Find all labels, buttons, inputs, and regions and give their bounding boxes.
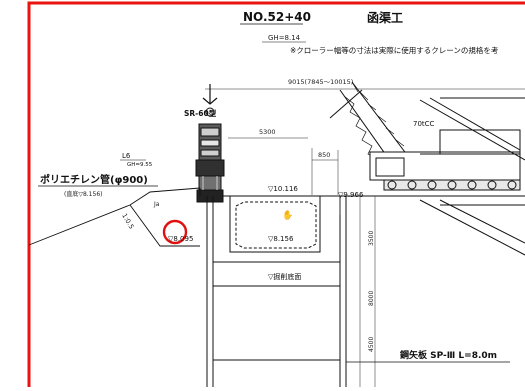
sheet-piles <box>206 196 347 387</box>
dim-4500: 4500 <box>368 337 375 352</box>
crawler-crane <box>329 81 525 256</box>
crane-capacity: 70tCC <box>413 120 435 128</box>
sheet-pile-label: 鋼矢板 SP-Ⅲ L=8.0m <box>399 349 497 361</box>
drawing-title: 函渠工 <box>367 10 403 25</box>
red-circle-marker <box>162 219 188 245</box>
dim-850: 850 <box>318 151 330 159</box>
note-text: ※クローラー幅等の寸法は実際に使用するクレーンの規格を考 <box>290 45 499 55</box>
dim-8000: 8000 <box>368 291 375 306</box>
slope-label: 1:0.5 <box>120 212 135 230</box>
dim-top-label: 9015(7845～10015) <box>288 78 353 86</box>
vibro-hammer <box>195 84 225 203</box>
hand-cursor-icon: ✋ <box>282 209 293 221</box>
lvl-8156: ▽8.156 <box>268 235 294 243</box>
ja-mark: Ja <box>153 201 160 208</box>
hammer-label: SR-60型 <box>184 108 217 118</box>
vertical-dimensions <box>359 196 376 387</box>
gh-label: GH=8.14 <box>268 34 301 42</box>
l6-label: L6 <box>122 152 131 160</box>
lvl-10116: ▽10.116 <box>268 185 298 193</box>
red-frame <box>27 1 525 391</box>
gh-left-label: GH=9.55 <box>127 162 153 168</box>
dim-3500: 3500 <box>368 231 375 246</box>
lvl-9966: ▽9.966 <box>338 191 364 199</box>
excavation-label: ▽掘削底面 <box>268 272 301 281</box>
dim-5300: 5300 <box>259 128 276 136</box>
box-culvert <box>229 195 321 253</box>
lvl-8095: ▽8.095 <box>168 235 193 243</box>
pipe-label: ポリエチレン管(φ900) <box>40 173 148 186</box>
station-label: NO.52+40 <box>243 10 311 24</box>
pipe-sub-label: (直底▽8.156) <box>64 190 102 198</box>
